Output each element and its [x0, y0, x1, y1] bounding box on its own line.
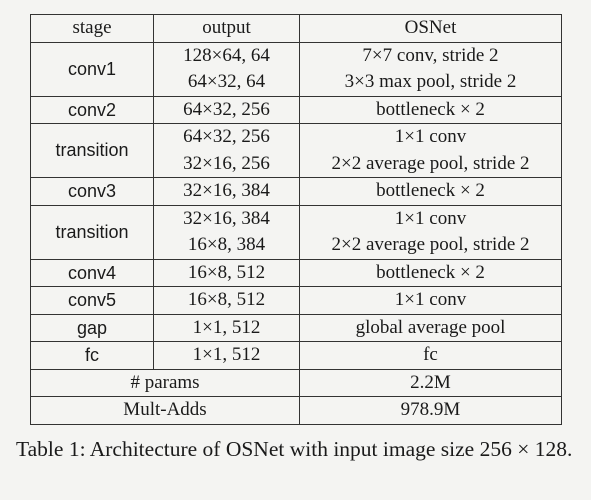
- table-caption: Table 1: Architecture of OSNet with inpu…: [16, 437, 573, 461]
- header-output: output: [153, 14, 300, 43]
- osnet-line: bottleneck × 2: [376, 180, 485, 201]
- architecture-table: stage output OSNet conv1 128×64, 64 64×3…: [30, 14, 562, 425]
- output-cell: 16×8, 512: [153, 286, 300, 315]
- osnet-line: 2×2 average pool, stride 2: [331, 152, 530, 174]
- output-cell: 32×16, 384 16×8, 384: [153, 204, 300, 260]
- osnet-cell: bottleneck × 2: [299, 177, 562, 206]
- osnet-line: 7×7 conv, stride 2: [362, 44, 499, 66]
- output-cell: 16×8, 512: [153, 258, 300, 287]
- output-line: 32×16, 384: [183, 180, 270, 201]
- osnet-cell: 1×1 conv 2×2 average pool, stride 2: [299, 123, 562, 178]
- output-cell: 128×64, 64 64×32, 64: [153, 41, 300, 97]
- osnet-cell: bottleneck × 2: [299, 258, 562, 287]
- header-stage: stage: [30, 14, 154, 43]
- table-row: conv3 32×16, 384 bottleneck × 2: [30, 177, 562, 206]
- stage-cell: gap: [30, 313, 154, 342]
- output-line: 64×32, 256: [183, 126, 270, 147]
- table-row: gap 1×1, 512 global average pool: [30, 313, 562, 342]
- output-cell: 64×32, 256: [153, 95, 300, 124]
- stage-cell: conv2: [30, 95, 154, 124]
- stage-cell: conv3: [30, 177, 154, 206]
- stage-cell: conv1: [30, 41, 154, 97]
- output-line: 32×16, 384: [183, 207, 270, 229]
- output-cell: 1×1, 512: [153, 341, 300, 370]
- output-line: 128×64, 64: [183, 44, 270, 66]
- header-osnet: OSNet: [299, 14, 562, 43]
- output-line: 16×8, 512: [187, 261, 266, 283]
- osnet-line: 1×1 conv: [394, 289, 467, 310]
- output-cell: 32×16, 384: [153, 177, 300, 206]
- stage-cell: conv5: [30, 286, 154, 315]
- output-line: 1×1, 512: [192, 344, 261, 365]
- stage-cell: conv4: [30, 258, 154, 287]
- table-row: fc 1×1, 512 fc: [30, 341, 562, 370]
- output-cell: 64×32, 256 32×16, 256: [153, 123, 300, 178]
- summary-value: 2.2M: [299, 368, 562, 397]
- summary-label: Mult-Adds: [30, 396, 300, 425]
- summary-value: 978.9M: [299, 396, 562, 425]
- osnet-line: 1×1 conv: [394, 207, 467, 229]
- output-line: 16×8, 384: [187, 234, 266, 255]
- stage-cell: transition: [30, 204, 154, 260]
- summary-label: # params: [30, 368, 300, 397]
- stage-cell: transition: [30, 123, 154, 178]
- osnet-line: 2×2 average pool, stride 2: [331, 234, 530, 255]
- table-row: transition 32×16, 384 16×8, 384 1×1 conv…: [30, 204, 562, 260]
- stage-cell: fc: [30, 341, 154, 370]
- osnet-line: global average pool: [355, 316, 506, 338]
- output-cell: 1×1, 512: [153, 313, 300, 342]
- header-row: stage output OSNet: [30, 14, 562, 43]
- osnet-line: bottleneck × 2: [376, 261, 485, 283]
- table-row: conv1 128×64, 64 64×32, 64 7×7 conv, str…: [30, 41, 562, 97]
- output-line: 1×1, 512: [192, 316, 261, 338]
- output-line: 32×16, 256: [183, 152, 270, 174]
- osnet-line: 1×1 conv: [394, 126, 467, 147]
- table-row: conv2 64×32, 256 bottleneck × 2: [30, 95, 562, 124]
- osnet-line: fc: [423, 344, 438, 365]
- osnet-cell: 1×1 conv 2×2 average pool, stride 2: [299, 204, 562, 260]
- osnet-cell: bottleneck × 2: [299, 95, 562, 124]
- output-line: 64×32, 256: [183, 98, 270, 120]
- summary-row-mult-adds: Mult-Adds 978.9M: [30, 396, 562, 425]
- summary-row-params: # params 2.2M: [30, 368, 562, 397]
- osnet-cell: 1×1 conv: [299, 286, 562, 315]
- osnet-cell: 7×7 conv, stride 2 3×3 max pool, stride …: [299, 41, 562, 97]
- output-line: 16×8, 512: [187, 289, 266, 310]
- osnet-line: bottleneck × 2: [376, 98, 485, 120]
- table-row: transition 64×32, 256 32×16, 256 1×1 con…: [30, 123, 562, 178]
- osnet-line: 3×3 max pool, stride 2: [344, 71, 517, 92]
- table-row: conv5 16×8, 512 1×1 conv: [30, 286, 562, 315]
- osnet-cell: fc: [299, 341, 562, 370]
- table-row: conv4 16×8, 512 bottleneck × 2: [30, 258, 562, 287]
- output-line: 64×32, 64: [187, 71, 266, 92]
- osnet-cell: global average pool: [299, 313, 562, 342]
